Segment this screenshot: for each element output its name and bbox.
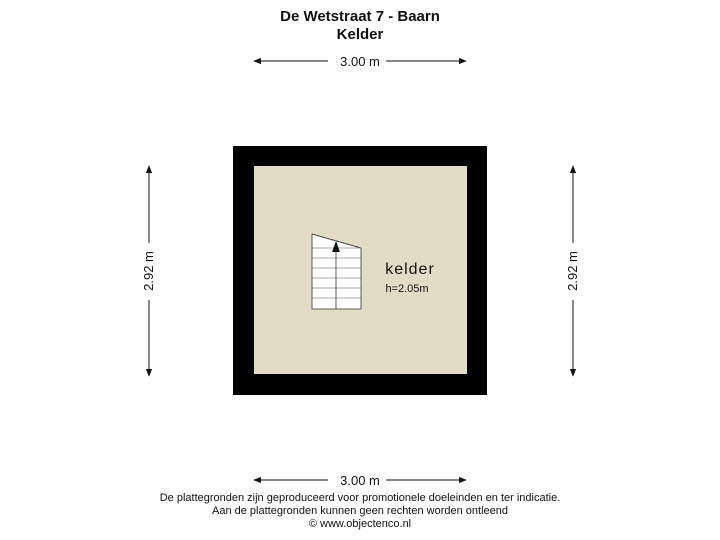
disclaimer-line-1: De plattegronden zijn geproduceerd voor … <box>159 492 561 504</box>
room-height: h=2.05m <box>385 283 428 295</box>
dimension-top: 3.00 m <box>253 54 467 69</box>
dimension-top-label: 3.00 m <box>340 54 380 69</box>
staircase <box>311 233 362 310</box>
dimension-bottom-label: 3.00 m <box>340 473 380 488</box>
dimension-bottom: 3.00 m <box>253 473 467 488</box>
dimension-right-label: 2.92 m <box>565 251 580 291</box>
stair-direction-arrow-icon <box>332 241 340 252</box>
plan-address-title: De Wetstraat 7 - Baarn <box>280 8 440 25</box>
dimension-right: 2.92 m <box>565 165 580 377</box>
room-name: kelder <box>385 261 435 278</box>
plan-floor-title: Kelder <box>336 26 384 43</box>
copyright-link[interactable]: © www.objectenco.nl <box>308 518 412 530</box>
dimension-left-label: 2.92 m <box>141 251 156 291</box>
disclaimer-line-2: Aan de plattegronden kunnen geen rechten… <box>211 505 508 517</box>
dimension-left: 2.92 m <box>141 165 156 377</box>
